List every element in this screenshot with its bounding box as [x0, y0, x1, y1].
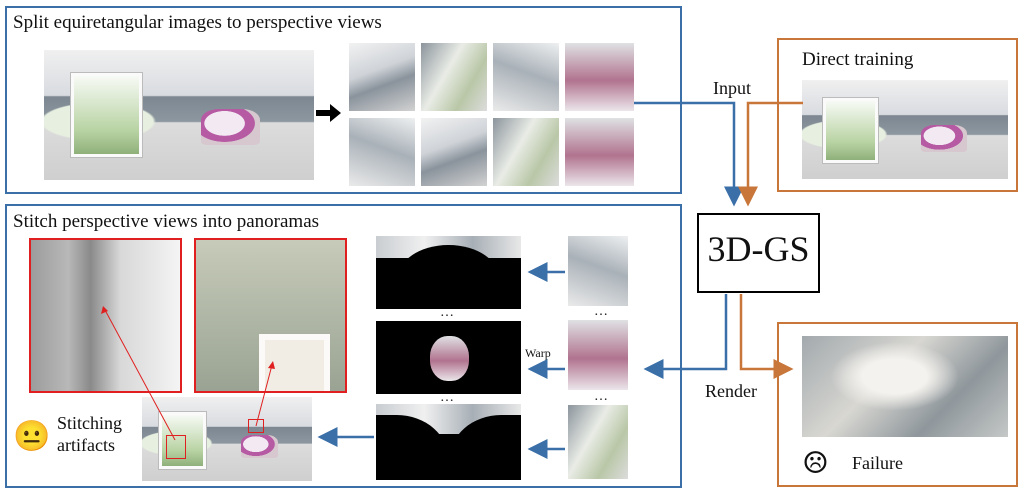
sad-face-icon: ☹ — [802, 447, 829, 480]
ellipsis-top: … — [440, 305, 454, 320]
perspective-view — [349, 43, 415, 111]
warped-view-2 — [376, 321, 521, 394]
perspective-view — [493, 43, 559, 111]
warped-view-3 — [376, 404, 521, 480]
render-orange-arrow — [739, 294, 794, 379]
3dgs-box — [697, 213, 820, 293]
zoom-crop-wall — [29, 238, 182, 393]
input-label: Input — [713, 78, 751, 98]
failure-label: Failure — [852, 453, 903, 473]
rendered-view — [568, 405, 628, 479]
warped-view-1 — [376, 236, 521, 309]
artifact-marker — [166, 435, 186, 459]
ellipsis-middle: … — [440, 390, 454, 405]
perspective-view — [493, 118, 559, 186]
perspective-view — [565, 43, 634, 111]
perspective-view — [349, 118, 415, 186]
3dgs-label: 3D-GS — [707, 229, 810, 269]
direct-training-title: Direct training — [802, 49, 914, 70]
perspective-view — [421, 118, 487, 186]
equirectangular-image — [44, 50, 314, 180]
ellipsis-col-top: … — [594, 304, 608, 319]
neutral-face-icon: 😐 — [13, 420, 51, 453]
stitching-artifacts-label: Stitching artifacts — [57, 413, 123, 455]
direct-training-arrow — [738, 101, 803, 207]
perspective-view — [421, 43, 487, 111]
stitch-panel — [5, 204, 682, 488]
rendered-view — [568, 236, 628, 306]
direct-training-image — [802, 80, 1008, 179]
ellipsis-col-bottom: … — [594, 389, 608, 404]
artifact-marker — [248, 419, 264, 433]
failure-panel — [777, 322, 1018, 487]
stitched-panorama — [142, 397, 312, 481]
rendered-view — [568, 320, 628, 390]
render-blue-arrow — [643, 294, 728, 379]
failure-render-image — [802, 336, 1008, 437]
perspective-view — [565, 118, 634, 186]
zoom-line-1 — [104, 309, 176, 441]
split-panel — [5, 6, 682, 194]
zoom-line-2 — [255, 364, 273, 427]
input-arrow — [634, 101, 744, 207]
split-panel-title: Split equiretangular images to perspecti… — [13, 12, 382, 33]
direct-training-panel — [777, 38, 1018, 192]
warp-label: Warp — [525, 346, 551, 360]
right-arrow-icon — [316, 103, 342, 128]
render-label: Render — [705, 381, 757, 401]
stitch-panel-title: Stitch perspective views into panoramas — [13, 211, 320, 232]
